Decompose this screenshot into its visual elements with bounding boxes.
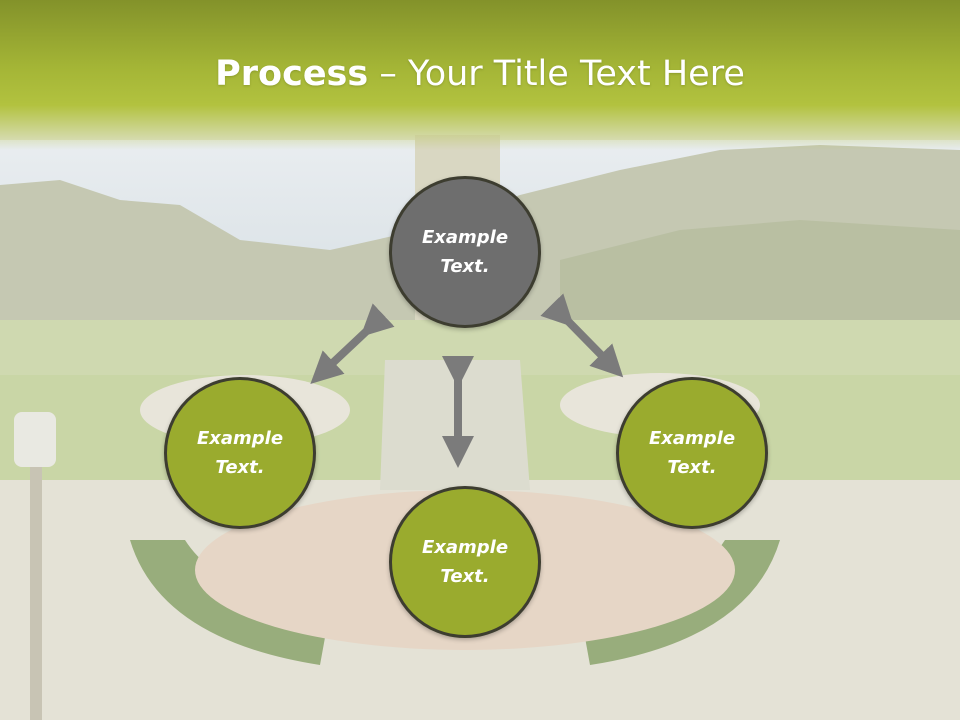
node-left-line2: Text.: [215, 457, 265, 478]
node-top-line1: Example: [421, 227, 509, 248]
title-bold: Process: [215, 54, 369, 94]
node-right-line2: Text.: [667, 457, 717, 478]
title-bar: Process – Your Title Text Here: [0, 0, 960, 150]
node-bottom-line2: Text.: [440, 566, 490, 587]
slide-title: Process – Your Title Text Here: [0, 52, 960, 96]
node-bottom-line1: Example: [421, 537, 509, 558]
title-rest: – Your Title Text Here: [368, 54, 745, 94]
arrow-top-right: [540, 293, 624, 378]
arrow-top-left: [310, 303, 395, 384]
node-left-line1: Example: [196, 428, 284, 449]
node-top-line2: Text.: [440, 256, 490, 277]
node-right-line1: Example: [648, 428, 736, 449]
